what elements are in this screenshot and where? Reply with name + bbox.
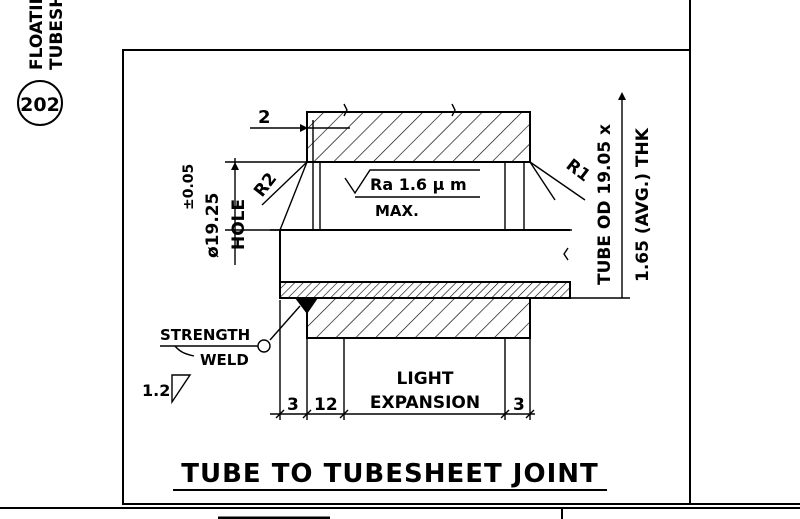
strength-weld-fillet [295,298,318,314]
expansion-label-2: EXPANSION [370,393,480,413]
dimension-groove-offset: 12 [314,395,338,415]
hole-label: HOLE [229,199,249,250]
dimension-back-offset: 3 [513,395,525,415]
tube-spec-dimension: TUBE OD 19.05 x 1.65 (AVG.) THK [570,92,653,299]
expansion-label-1: LIGHT [397,369,454,389]
reference-text-1: FLOATING [27,0,47,70]
dimension-weld-offset: 3 [287,395,299,415]
bottom-dimension-chain: 3 12 3 LIGHT EXPANSION [270,300,535,420]
reference-text-2: TUBESHE [47,0,67,70]
detail-reference-note: 202 FLOATING TUBESHE [17,0,67,126]
tube-spec-line2: 1.65 (AVG.) THK [633,127,653,282]
weld-label-weld: WELD [200,351,249,369]
detail-bubble-number: 202 [20,94,60,116]
radius-left-label: R2 [250,169,281,201]
radius-right-label: R1 [562,155,594,186]
tubesheet-upper-section [306,103,531,163]
hole-diameter-dimension: ±0.05 ø19.25 HOLE [181,158,307,265]
tube-wall [279,229,571,299]
weld-label-strength: STRENGTH [160,326,250,344]
surface-roughness-callout: Ra 1.6 μ m MAX. [344,169,480,220]
weld-callout: STRENGTH WELD 1.2 [142,305,301,405]
tube-spec-line1: TUBE OD 19.05 x [595,124,615,285]
detail-title: TUBE TO TUBESHEET JOINT [181,459,599,489]
weld-size: 1.2 [142,381,170,400]
groove-dimension-value: 2 [258,107,271,128]
tubesheet-lower-section [306,297,531,339]
hole-tolerance: ±0.05 [181,164,197,210]
hole-outline [279,120,556,231]
detail-bubble [17,80,63,126]
groove-dimension: 2 [250,107,350,132]
roughness-max-label: MAX. [375,202,419,220]
hole-diameter-value: ø19.25 [203,193,223,258]
roughness-value: Ra 1.6 μ m [370,175,467,194]
